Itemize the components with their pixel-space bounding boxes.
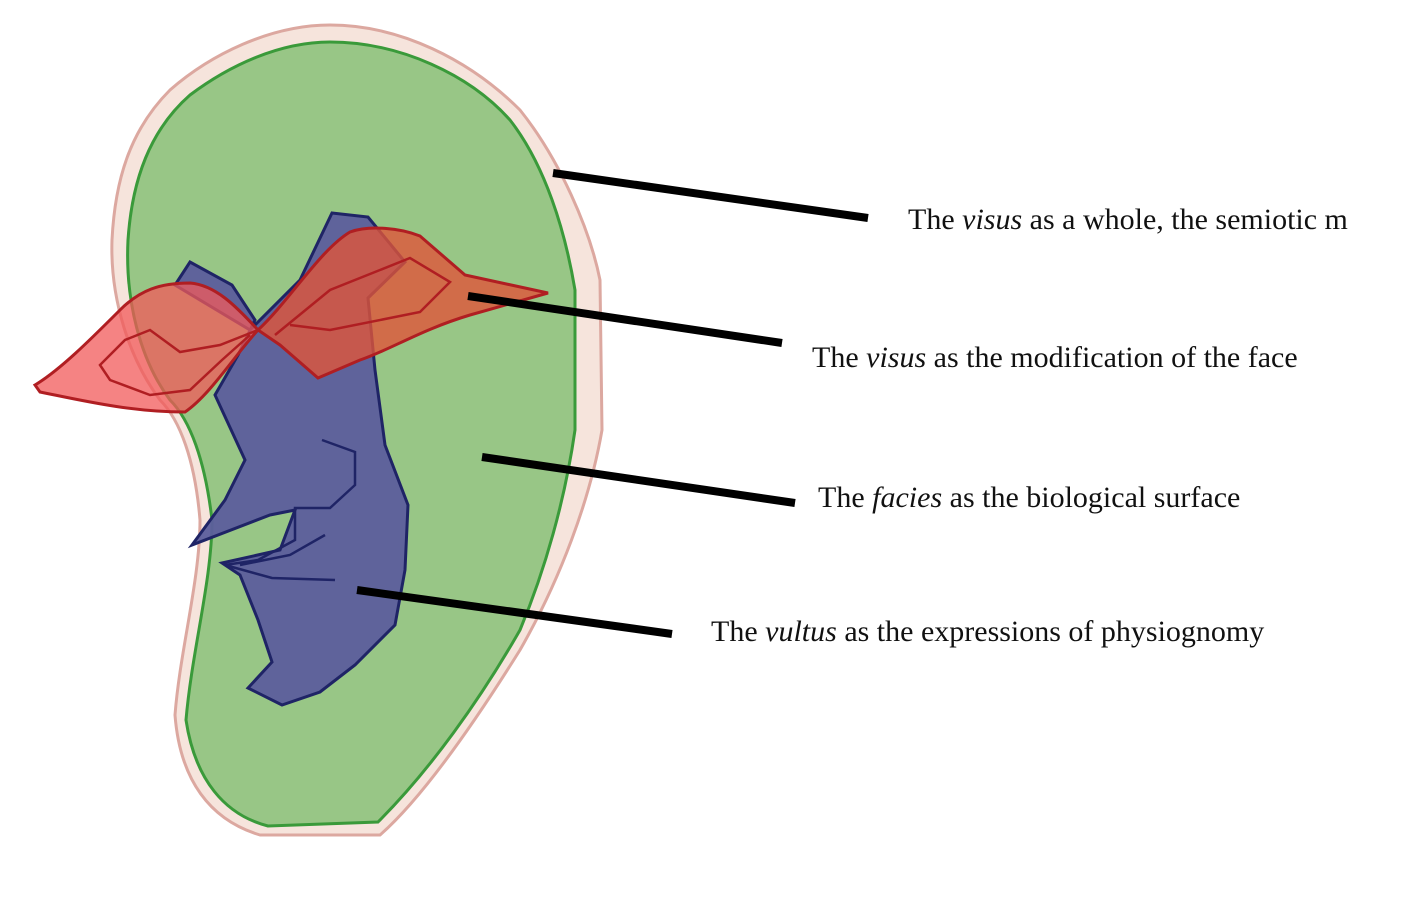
visus-right-inner [274,256,453,336]
label-facies: The facies as the biological surface [818,481,1240,515]
label-visus-modification: The visus as the modification of the fac… [812,341,1298,375]
visus-left-inner [98,328,259,397]
leader-line-visus-modification [467,292,783,347]
leader-line-visus-whole [552,169,869,222]
label-vultus: The vultus as the expressions of physiog… [711,615,1264,649]
leader-line-vultus [356,586,673,638]
label-text: as the expressions of physiognomy [836,615,1265,648]
label-text: as the modification of the face [926,341,1298,374]
leader-lines [356,169,869,638]
label-term: visus [866,341,927,374]
label-text: The [818,481,873,514]
label-term: vultus [765,615,837,648]
label-text: as the biological surface [942,481,1241,514]
label-text: The [812,341,867,374]
vultus-mouth-line [239,533,326,567]
label-term: facies [872,481,943,514]
visus-modification-right [255,226,549,380]
vultus-inner-lines [224,438,357,582]
label-text: The [711,615,766,648]
label-visus-whole: The visus as a whole, the semiotic m [908,203,1348,237]
leader-line-facies [481,453,796,507]
label-term: visus [962,203,1023,236]
label-text: The [908,203,963,236]
label-text: as a whole, the semiotic m [1022,203,1348,236]
